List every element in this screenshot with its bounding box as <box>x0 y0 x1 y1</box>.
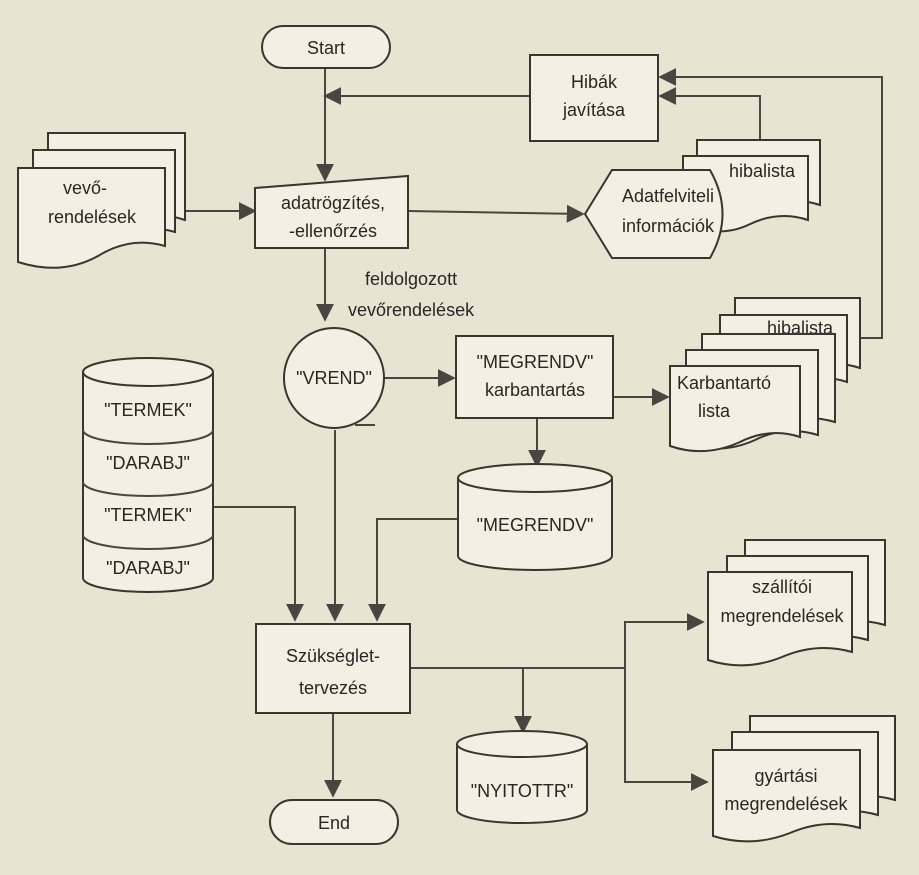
karbantarto-label-2: lista <box>698 401 731 421</box>
gyartasi-label-1: gyártási <box>754 766 817 786</box>
end-terminal: End <box>269 799 399 845</box>
db-termek-2: "TERMEK" <box>104 505 192 525</box>
feldolgozott-label-1: feldolgozott <box>365 269 457 289</box>
arrow-termek-to-szukseglet <box>213 506 304 622</box>
karbantarto-label-1: Karbantartó <box>677 373 771 393</box>
adatrogzites-label-1: adatrögzítés, <box>281 193 385 213</box>
start-label: Start <box>307 38 345 58</box>
termek-darabj-database: "TERMEK" "DARABJ" "TERMEK" "DARABJ" <box>82 357 214 593</box>
db-darabj-2: "DARABJ" <box>106 558 190 578</box>
arrow-megrendv-db-to-szukseglet <box>368 518 458 622</box>
adatrogzites-manual-input: adatrögzítés, -ellenőrzés <box>254 174 409 249</box>
gyartasi-megrendelesek-documents: gyártási megrendelések <box>712 715 896 843</box>
szukseglet-label-1: Szükséglet- <box>286 646 380 666</box>
arrow-hibalista-to-hibak <box>658 87 761 140</box>
feldolgozott-label-2: vevőrendelések <box>348 300 475 320</box>
nyitottr-database: "NYITOTTR" <box>456 730 588 824</box>
arrow-szukseglet-to-nyitottr <box>410 667 532 734</box>
megrendv-db-label: "MEGRENDV" <box>477 515 594 535</box>
nyitottr-label: "NYITOTTR" <box>471 781 573 801</box>
db-darabj-1: "DARABJ" <box>106 453 190 473</box>
vrend-connector: "VREND" <box>283 327 385 429</box>
szallitoi-label-1: szállítói <box>752 577 812 597</box>
gyartasi-label-2: megrendelések <box>724 794 848 814</box>
megrendv-karbantartas-process: "MEGRENDV" karbantartás <box>455 335 614 419</box>
adatrogzites-label-2: -ellenőrzés <box>289 221 377 241</box>
arrow-szukseglet-to-gyartasi <box>624 668 709 791</box>
adatfelviteli-label-1: Adatfelviteli <box>622 186 714 206</box>
megrendv-database: "MEGRENDV" <box>457 463 613 571</box>
end-label: End <box>318 813 350 833</box>
db-termek-1: "TERMEK" <box>104 400 192 420</box>
hibalista-top-label: hibalista <box>729 161 796 181</box>
arrow-adatrogzites-to-adatfelviteli <box>407 204 585 223</box>
megrendv-proc-label-2: karbantartás <box>485 380 585 400</box>
vevo-label-2: rendelések <box>48 207 137 227</box>
szallitoi-megrendelesek-documents: szállítói megrendelések <box>707 539 886 667</box>
karbantarto-lista-documents: Karbantartó lista <box>669 333 836 453</box>
megrendv-proc-label-1: "MEGRENDV" <box>477 352 594 372</box>
vevorendelesek-documents: vevő- rendelések <box>17 132 186 269</box>
szukseglet-tervezes-process: Szükséglet- tervezés <box>255 623 411 714</box>
connectors <box>173 68 883 798</box>
adatfelviteli-label-2: információk <box>622 216 715 236</box>
vevo-label-1: vevő- <box>63 178 107 198</box>
arrow-szukseglet-to-szallitoi <box>410 613 705 669</box>
hibak-label-2: javítása <box>562 100 626 120</box>
arrow-hibalista-mid-to-hibak <box>658 68 883 339</box>
hibak-javitasa-process: Hibák javítása <box>529 54 659 142</box>
start-terminal: Start <box>261 25 391 69</box>
hibak-label-1: Hibák <box>571 72 618 92</box>
adatfelviteli-display: Adatfelviteli információk <box>583 169 724 259</box>
szallitoi-label-2: megrendelések <box>720 606 844 626</box>
szukseglet-label-2: tervezés <box>299 678 367 698</box>
vrend-label: "VREND" <box>296 368 372 388</box>
